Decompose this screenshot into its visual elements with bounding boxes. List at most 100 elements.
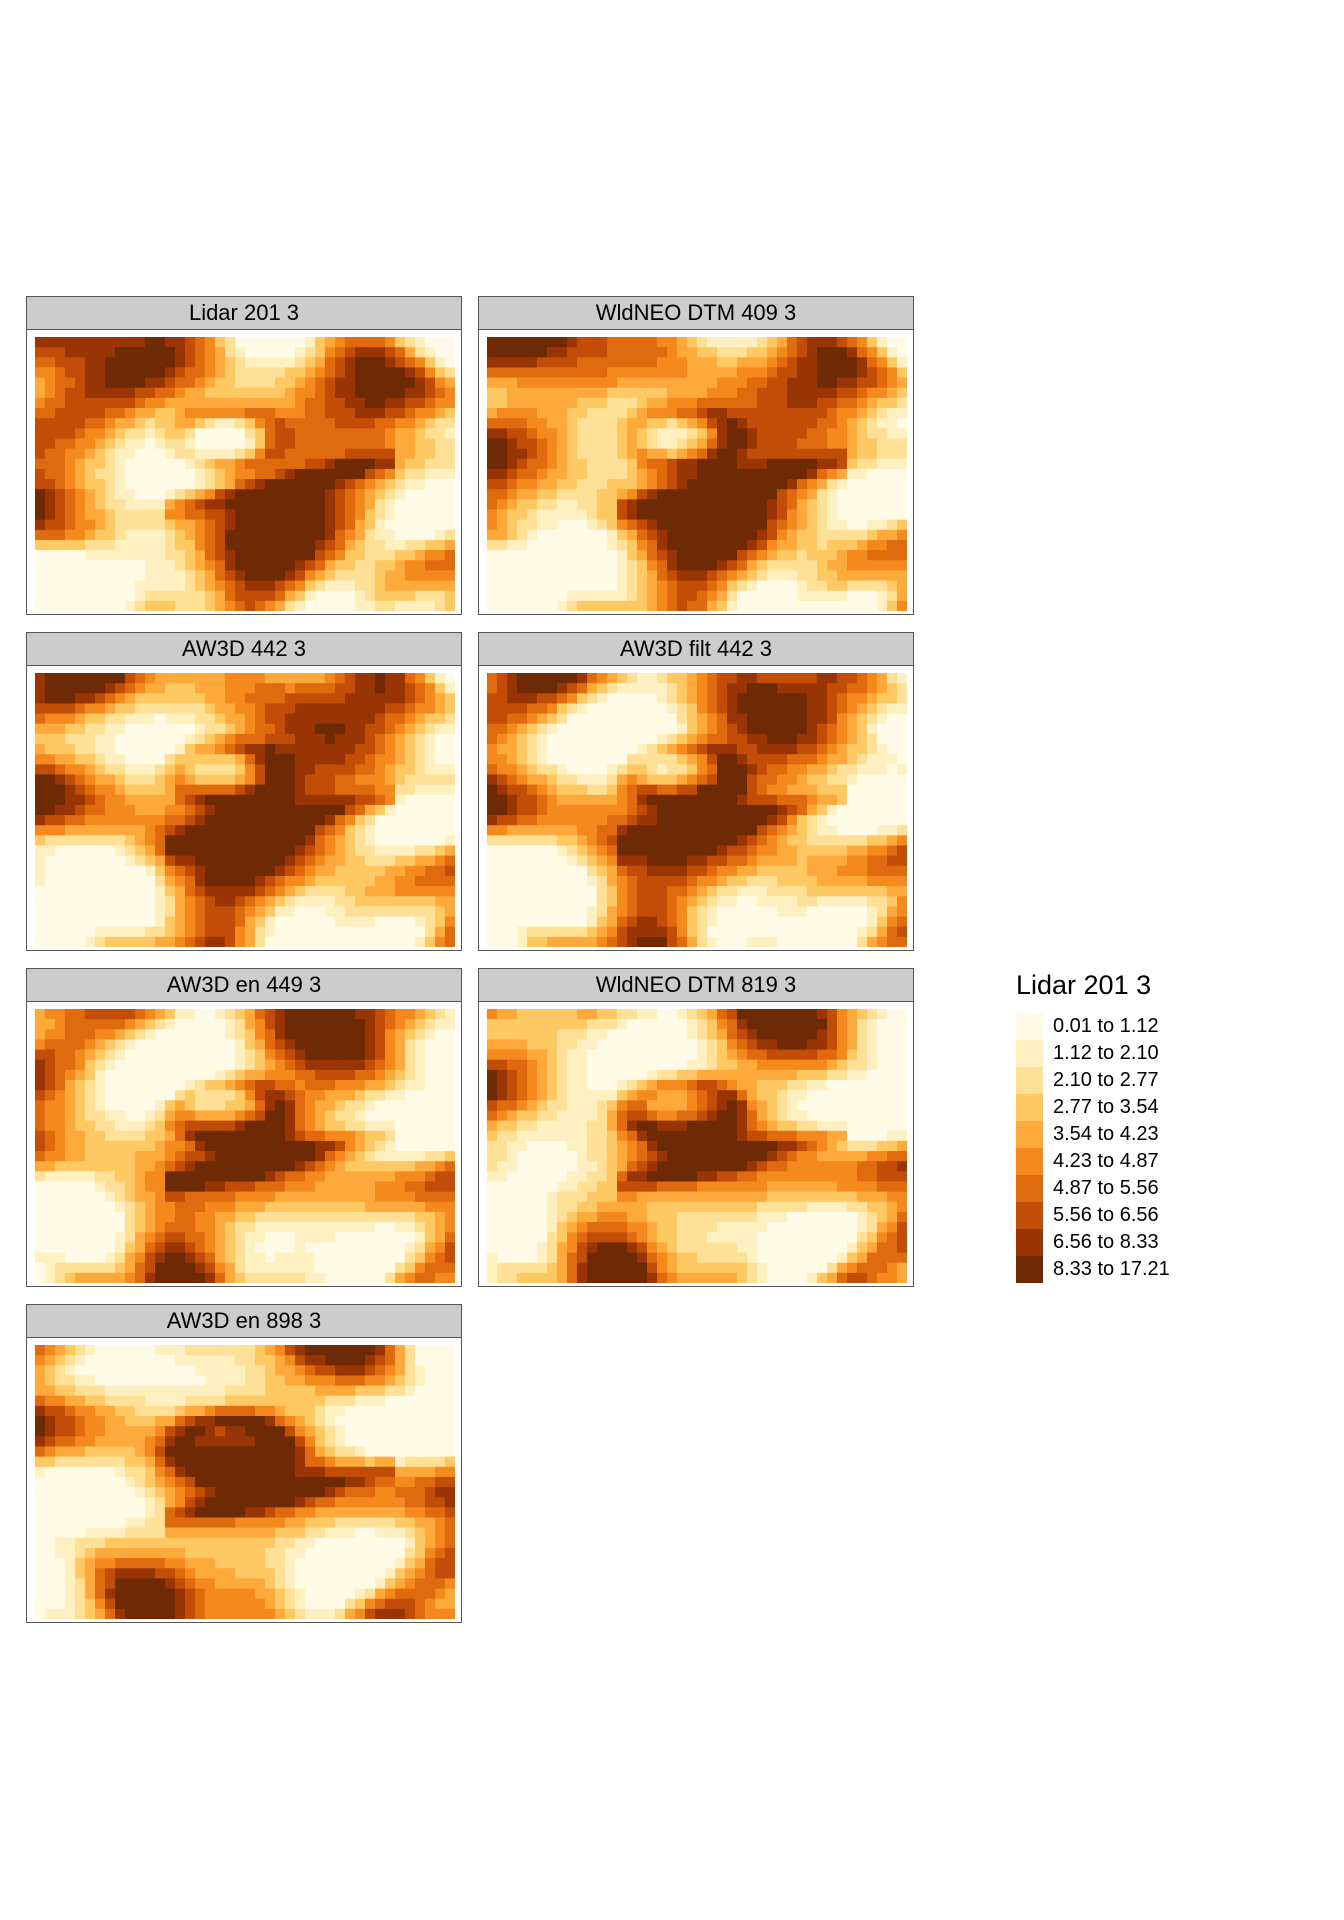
raster-cell bbox=[285, 774, 296, 786]
raster-cell bbox=[817, 855, 828, 867]
raster-cell bbox=[295, 794, 306, 806]
raster-cell bbox=[837, 906, 848, 918]
raster-cell bbox=[245, 1049, 256, 1061]
raster-cell bbox=[75, 855, 86, 867]
raster-cell bbox=[355, 804, 366, 816]
raster-cell bbox=[45, 896, 56, 908]
raster-cell bbox=[587, 713, 598, 725]
raster-cell bbox=[587, 408, 598, 419]
raster-cell bbox=[527, 468, 538, 480]
raster-cell bbox=[577, 499, 588, 511]
raster-cell bbox=[215, 519, 226, 531]
raster-cell bbox=[335, 754, 346, 765]
raster-cell bbox=[145, 825, 156, 836]
raster-cell bbox=[727, 683, 738, 694]
raster-cell bbox=[305, 560, 316, 572]
raster-cell bbox=[55, 377, 66, 389]
raster-cell bbox=[517, 529, 528, 541]
raster-cell bbox=[415, 1059, 426, 1071]
raster-cell bbox=[145, 1029, 156, 1041]
raster-cell bbox=[767, 509, 778, 521]
raster-cell bbox=[867, 916, 878, 928]
raster-cell bbox=[235, 916, 246, 928]
raster-cell bbox=[817, 926, 828, 938]
raster-cell bbox=[547, 835, 558, 847]
raster-cell bbox=[867, 550, 878, 561]
raster-cell bbox=[255, 774, 266, 786]
raster-cell bbox=[185, 560, 196, 572]
raster-cell bbox=[285, 1110, 296, 1122]
raster-cell bbox=[435, 580, 446, 592]
raster-cell bbox=[787, 418, 798, 429]
raster-cell bbox=[487, 550, 498, 561]
raster-cell bbox=[155, 397, 166, 409]
raster-cell bbox=[857, 600, 868, 611]
raster-cell bbox=[757, 835, 768, 847]
raster-cell bbox=[787, 774, 798, 786]
raster-cell bbox=[155, 1110, 166, 1122]
raster-cell bbox=[877, 896, 888, 908]
raster-cell bbox=[587, 794, 598, 806]
raster-cell bbox=[597, 845, 608, 857]
raster-cell bbox=[155, 499, 166, 511]
raster-cell bbox=[55, 683, 66, 694]
raster-cell bbox=[697, 835, 708, 847]
raster-cell bbox=[315, 886, 326, 897]
raster-map bbox=[487, 337, 907, 611]
raster-cell bbox=[717, 428, 728, 440]
raster-cell bbox=[547, 570, 558, 582]
raster-cell bbox=[607, 774, 618, 786]
raster-cell bbox=[607, 519, 618, 531]
raster-cell bbox=[295, 600, 306, 611]
raster-cell bbox=[185, 815, 196, 826]
raster-cell bbox=[797, 418, 808, 429]
raster-cell bbox=[867, 580, 878, 592]
raster-map bbox=[35, 673, 455, 947]
raster-cell bbox=[45, 835, 56, 847]
raster-cell bbox=[627, 489, 638, 500]
raster-cell bbox=[35, 825, 46, 836]
raster-cell bbox=[687, 693, 698, 705]
raster-cell bbox=[497, 590, 508, 602]
raster-cell bbox=[687, 733, 698, 745]
raster-cell bbox=[385, 428, 396, 440]
raster-cell bbox=[395, 1100, 406, 1112]
raster-cell bbox=[727, 815, 738, 826]
raster-cell bbox=[727, 744, 738, 755]
raster-cell bbox=[235, 764, 246, 776]
raster-cell bbox=[557, 825, 568, 836]
raster-cell bbox=[365, 774, 376, 786]
raster-cell bbox=[707, 723, 718, 735]
raster-cell bbox=[145, 489, 156, 500]
raster-cell bbox=[797, 713, 808, 725]
raster-cell bbox=[345, 1069, 356, 1081]
raster-cell bbox=[85, 1019, 96, 1030]
raster-cell bbox=[55, 784, 66, 796]
raster-cell bbox=[225, 479, 236, 490]
raster-cell bbox=[577, 764, 588, 776]
raster-cell bbox=[85, 835, 96, 847]
raster-cell bbox=[405, 428, 416, 440]
raster-cell bbox=[897, 804, 907, 816]
raster-cell bbox=[487, 458, 498, 470]
raster-cell bbox=[627, 448, 638, 460]
raster-cell bbox=[125, 896, 136, 908]
raster-cell bbox=[345, 397, 356, 409]
raster-cell bbox=[105, 377, 116, 389]
raster-cell bbox=[255, 550, 266, 561]
raster-cell bbox=[577, 468, 588, 480]
raster-cell bbox=[325, 825, 336, 836]
raster-cell bbox=[527, 845, 538, 857]
raster-cell bbox=[315, 550, 326, 561]
raster-cell bbox=[355, 835, 366, 847]
raster-cell bbox=[325, 499, 336, 511]
raster-cell bbox=[867, 896, 878, 908]
raster-cell bbox=[265, 347, 276, 358]
raster-cell bbox=[215, 906, 226, 918]
raster-cell bbox=[265, 539, 276, 551]
raster-cell bbox=[155, 764, 166, 776]
raster-cell bbox=[445, 1049, 455, 1061]
raster-cell bbox=[405, 408, 416, 419]
raster-cell bbox=[385, 560, 396, 572]
raster-cell bbox=[637, 815, 648, 826]
